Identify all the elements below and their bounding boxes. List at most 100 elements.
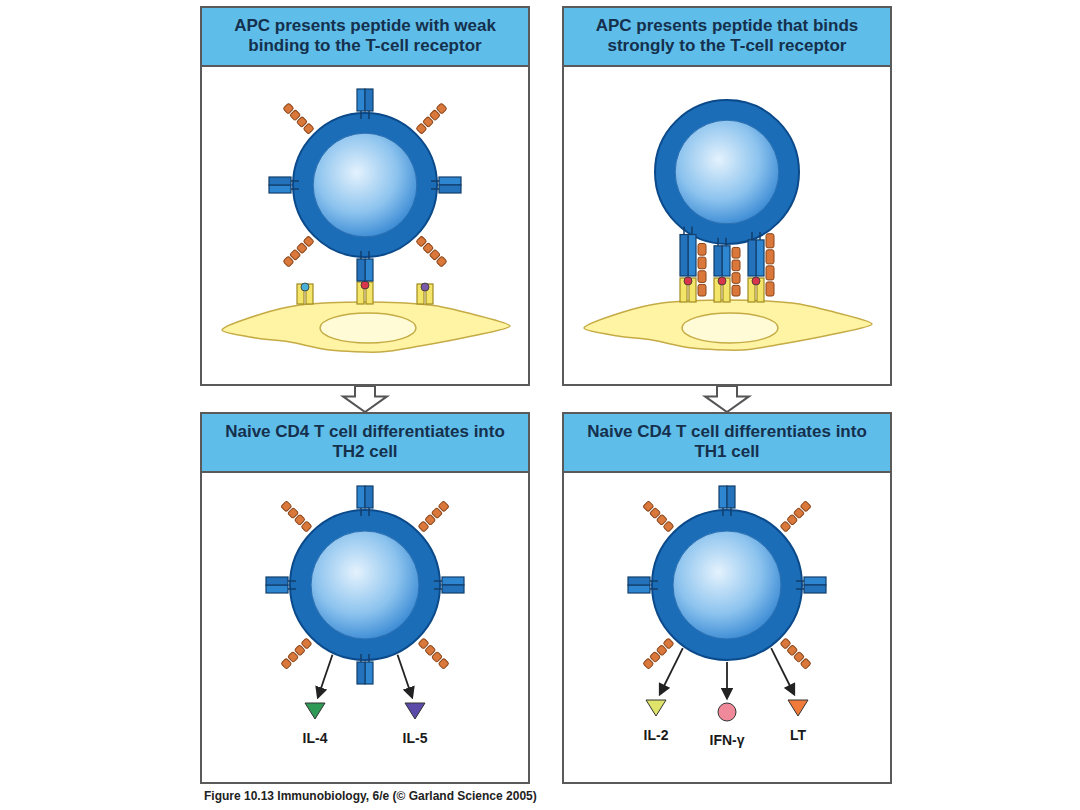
receptor-chain	[748, 240, 756, 276]
cd4-domain	[800, 501, 811, 512]
receptor-chain	[266, 577, 288, 585]
cd4-domain	[283, 256, 294, 267]
receptor-stem	[288, 588, 296, 590]
panel-heading: APC presents peptide that binds strongly…	[564, 8, 890, 67]
receptor-stem	[288, 580, 296, 582]
cytokine-symbol	[305, 703, 325, 719]
cd4-coreceptor	[780, 638, 811, 669]
cd4-domain	[436, 103, 447, 114]
t-cell-membrane	[655, 100, 799, 244]
th1-cell-illustration	[628, 486, 826, 721]
apc-cell	[222, 302, 510, 352]
receptor-stem	[717, 238, 719, 246]
peptide	[684, 277, 692, 285]
t-cell-receptor	[680, 227, 696, 276]
strong-binding-illustration	[584, 100, 872, 350]
secretion-arrow	[726, 662, 728, 698]
receptor-chain	[804, 585, 826, 593]
receptor-chain	[357, 259, 365, 281]
t-cell-receptor	[357, 251, 373, 281]
receptor-stem	[368, 654, 370, 662]
receptor-chain	[628, 585, 650, 593]
receptor-chain	[722, 246, 730, 276]
receptor-stem	[434, 588, 442, 590]
hollow-arrow	[705, 386, 749, 412]
receptor-stem	[650, 588, 658, 590]
receptor-chain	[357, 486, 365, 508]
cd4-domain	[732, 285, 740, 296]
cd4-domain	[698, 284, 706, 296]
cd4-coreceptor	[698, 244, 706, 296]
receptor-stem	[368, 508, 370, 516]
t-cell-receptor	[719, 486, 735, 516]
receptor-stem	[360, 251, 362, 259]
t-cell-receptor	[357, 486, 373, 516]
mhc-molecule	[357, 281, 373, 304]
th2-cell-illustration	[266, 486, 464, 719]
mhc-molecule	[748, 277, 764, 302]
cd4-coreceptor	[780, 501, 811, 532]
t-cell-receptor	[434, 577, 464, 593]
receptor-stem	[796, 588, 804, 590]
receptor-chain	[357, 89, 365, 111]
cd4-domain	[643, 658, 654, 669]
cd4-coreceptor	[643, 501, 674, 532]
receptor-stem	[683, 227, 685, 235]
apc-cell	[584, 300, 872, 350]
receptor-stem	[368, 111, 370, 119]
receptor-chain	[365, 89, 373, 111]
cytokine-label: IL-4	[303, 730, 328, 746]
peptide	[752, 277, 760, 285]
weak-binding-illustration	[222, 89, 510, 352]
peptide	[421, 283, 429, 291]
receptor-chain	[365, 486, 373, 508]
figure-caption: Figure 10.13 Immunobiology, 6/e (© Garla…	[204, 789, 537, 803]
cd4-domain	[732, 260, 740, 271]
receptor-stem	[360, 508, 362, 516]
cd4-domain	[766, 282, 774, 296]
peptide	[361, 281, 369, 289]
mhc-molecule	[297, 283, 313, 304]
panel-box: APC presents peptide with weak binding t…	[200, 6, 530, 386]
peptide	[301, 283, 309, 291]
t-cell-membrane	[293, 113, 437, 257]
t-cell-membrane	[290, 510, 440, 660]
cd4-domain	[281, 501, 292, 512]
receptor-chain	[269, 177, 291, 185]
cytokine-symbol	[646, 700, 666, 716]
cd4-coreceptor	[416, 236, 447, 267]
cd4-domain	[698, 271, 706, 283]
t-cell-receptor	[357, 654, 373, 684]
cd4-coreceptor	[416, 103, 447, 134]
receptor-chain	[628, 577, 650, 585]
receptor-chain	[365, 662, 373, 684]
panel-box: Naive CD4 T cell differentiates into TH2…	[200, 412, 530, 784]
cd4-domain	[698, 244, 706, 256]
receptor-stem	[722, 508, 724, 516]
t-cell-receptor	[796, 577, 826, 593]
receptor-chain	[719, 486, 727, 508]
mhc-molecule	[680, 277, 696, 302]
cd4-domain	[438, 501, 449, 512]
receptor-stem	[751, 232, 753, 240]
receptor-chain	[442, 577, 464, 585]
receptor-chain	[269, 185, 291, 193]
cd4-domain	[698, 257, 706, 269]
panel-heading: Naive CD4 T cell differentiates into TH2…	[202, 414, 528, 473]
cd4-coreceptor	[418, 638, 449, 669]
mhc-molecule	[417, 283, 433, 304]
t-cell-receptor	[714, 238, 730, 276]
cd4-coreceptor	[283, 103, 314, 134]
cytokine-label: IL-5	[403, 730, 428, 746]
apc-nucleus	[320, 313, 416, 343]
receptor-chain	[442, 585, 464, 593]
cd4-domain	[283, 103, 294, 114]
cytokine-symbol	[405, 703, 425, 719]
cd4-domain	[766, 234, 774, 248]
t-cell-nucleus	[675, 120, 779, 224]
receptor-stem	[730, 508, 732, 516]
receptor-chain	[756, 240, 764, 276]
